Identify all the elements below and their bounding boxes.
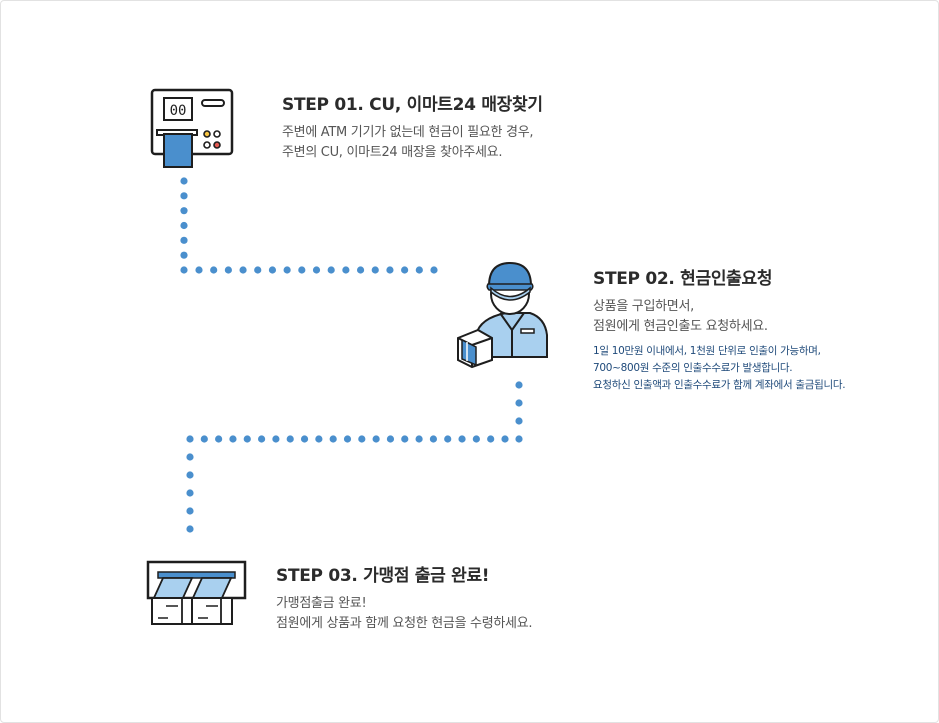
connector-dot xyxy=(186,489,194,497)
step-01-description: 주변에 ATM 기기가 없는데 현금이 필요한 경우, 주변의 CU, 이마트2… xyxy=(282,123,543,163)
connector-dot xyxy=(229,435,237,443)
connector-dot xyxy=(401,266,409,274)
step-03-desc-line: 점원에게 상품과 함께 요청한 현금을 수령하세요. xyxy=(276,616,533,631)
step-03-title: STEP 03. 가맹점 출금 완료! xyxy=(276,566,490,586)
connector-dot xyxy=(327,266,335,274)
connector-dot xyxy=(286,435,294,443)
connector-dot xyxy=(300,435,309,443)
connector-dot xyxy=(180,221,188,230)
step-03-desc-line: 가맹점출금 완료! xyxy=(276,596,367,611)
connector-dot xyxy=(239,266,247,274)
step-02-desc-line: 점원에게 현금인출도 요청하세요. xyxy=(593,319,768,334)
step-03-description: 가맹점출금 완료! 점원에게 상품과 함께 요청한 현금을 수령하세요. xyxy=(276,594,533,634)
connector-dot xyxy=(371,266,379,274)
connector-dot xyxy=(315,435,323,443)
connector-dot xyxy=(312,266,321,274)
connector-dot xyxy=(186,453,194,461)
connector-dot xyxy=(401,435,409,443)
connector-dot xyxy=(458,435,466,443)
connector-dot xyxy=(272,435,280,443)
connector-dot xyxy=(415,266,423,274)
connector-dot xyxy=(200,435,208,443)
connector-dot xyxy=(429,435,438,443)
connector-dot xyxy=(487,435,495,443)
connector-dot xyxy=(342,266,350,274)
step-01-title: STEP 01. CU, 이마트24 매장찾기 xyxy=(282,95,543,115)
connector-dot xyxy=(386,435,395,443)
step-03: STEP 03. 가맹점 출금 완료! 가맹점출금 완료! 점원에게 상품과 함… xyxy=(276,561,533,634)
step-02-desc-line: 상품을 구입하면서, xyxy=(593,299,694,314)
step-02-notes: 1일 10만원 이내에서, 1천원 단위로 인출이 가능하며, 700~800원… xyxy=(593,343,846,394)
connector-dot xyxy=(180,192,188,200)
connector-dot xyxy=(180,177,188,185)
atm-machine-icon: 00 xyxy=(150,88,234,168)
connector-dot xyxy=(515,435,523,443)
step-01-desc-line: 주변의 CU, 이마트24 매장을 찾아주세요. xyxy=(282,145,503,160)
step-01-desc-line: 주변에 ATM 기기가 없는데 현금이 필요한 경우, xyxy=(282,125,534,140)
connector-dot xyxy=(243,435,251,443)
step-01: STEP 01. CU, 이마트24 매장찾기 주변에 ATM 기기가 없는데 … xyxy=(282,90,543,163)
dotted-connector xyxy=(180,177,523,533)
step-02-description: 상품을 구입하면서, 점원에게 현금인출도 요청하세요. xyxy=(593,297,845,337)
connector-dot xyxy=(298,266,306,274)
connector-dot xyxy=(268,266,277,274)
connector-dot xyxy=(430,266,438,274)
connector-dot xyxy=(195,266,203,274)
connector-dot xyxy=(257,435,266,443)
connector-dot xyxy=(515,417,523,425)
step-02-title: STEP 02. 현금인출요청 xyxy=(593,269,773,289)
connector-dot xyxy=(372,435,380,443)
store-clerk-icon xyxy=(457,261,548,369)
connector-dot xyxy=(515,399,523,407)
connector-dot xyxy=(356,266,365,274)
connector-dot xyxy=(215,435,223,443)
connector-dot xyxy=(180,266,188,274)
step-02: STEP 02. 현금인출요청 상품을 구입하면서, 점원에게 현금인출도 요청… xyxy=(593,264,846,394)
connector-dot xyxy=(224,266,232,274)
step-02-note-line: 700~800원 수준의 인출수수료가 발생합니다. xyxy=(593,362,793,374)
connector-dot xyxy=(180,236,188,244)
connector-dot xyxy=(415,435,423,443)
connector-dot xyxy=(180,251,188,259)
connector-dot xyxy=(254,266,262,274)
connector-dot xyxy=(444,435,452,443)
step-02-note-line: 요청하신 인출액과 인출수수료가 함께 계좌에서 출금됩니다. xyxy=(593,379,846,391)
step-02-note-line: 1일 10만원 이내에서, 1천원 단위로 인출이 가능하며, xyxy=(593,345,821,357)
cash-withdrawal-icon xyxy=(146,560,247,625)
connector-dot xyxy=(186,471,194,479)
connector-dot xyxy=(186,507,194,515)
connector-dot xyxy=(210,266,218,274)
connector-dot xyxy=(186,435,194,443)
connector-dot xyxy=(283,266,291,274)
connector-dot xyxy=(472,435,480,443)
connector-dot xyxy=(501,435,509,443)
connector-dot xyxy=(343,435,352,443)
connector-dot xyxy=(386,266,394,274)
connector-dot xyxy=(515,381,523,389)
connector-dot xyxy=(358,435,366,443)
atm-screen-text: 00 xyxy=(170,103,187,119)
connector-dot xyxy=(180,207,188,215)
connector-dot xyxy=(186,525,194,533)
connector-dot xyxy=(329,435,337,443)
